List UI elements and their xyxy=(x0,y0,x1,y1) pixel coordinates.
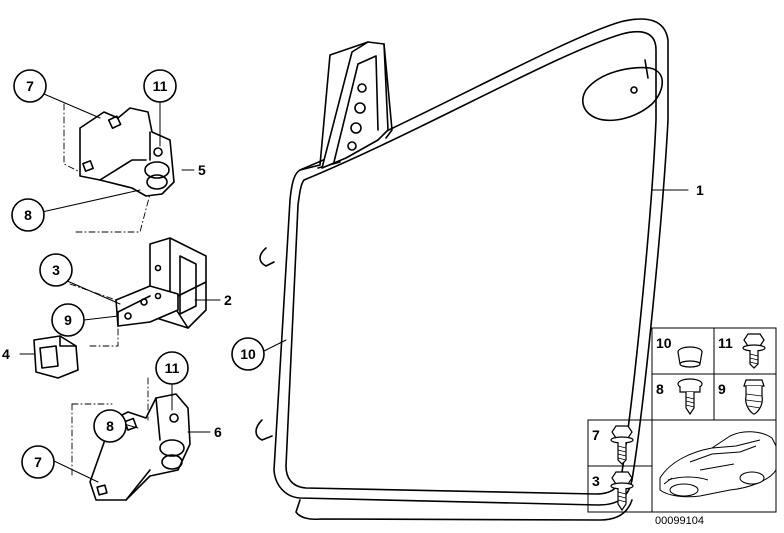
construction-lines xyxy=(63,103,151,477)
car-silhouette-icon xyxy=(659,431,777,498)
label-6: 6 xyxy=(214,424,222,440)
svg-text:8: 8 xyxy=(24,207,32,223)
callout-7-bottom: 7 xyxy=(21,445,55,479)
svg-text:11: 11 xyxy=(153,78,168,94)
hex-bolt-washer-icon xyxy=(742,333,766,369)
svg-text:10: 10 xyxy=(240,346,256,362)
hex-screw-icon xyxy=(610,471,634,512)
leader-lines xyxy=(19,93,689,483)
callout-3: 3 xyxy=(39,253,73,287)
svg-text:8: 8 xyxy=(106,418,114,434)
diagram-reference-number: 00099104 xyxy=(655,515,704,527)
legend-label-10: 10 xyxy=(656,335,672,351)
door-shell xyxy=(255,18,669,521)
callout-7-top: 7 xyxy=(13,69,47,103)
door-check xyxy=(115,237,207,329)
svg-text:11: 11 xyxy=(165,360,180,376)
pan-screw-icon xyxy=(677,378,703,416)
svg-text:3: 3 xyxy=(52,262,60,278)
fastener-legend: 10 11 8 9 7 3 xyxy=(587,327,777,513)
hex-bolt-icon xyxy=(610,425,634,465)
label-2: 2 xyxy=(224,292,232,308)
svg-text:7: 7 xyxy=(26,78,34,94)
label-4: 4 xyxy=(2,346,10,362)
callout-11-top: 11 xyxy=(143,69,177,103)
legend-label-3: 3 xyxy=(592,473,600,489)
lower-hinge xyxy=(89,393,191,501)
legend-label-11: 11 xyxy=(718,335,733,351)
window-frame xyxy=(321,41,393,169)
plug-cap-icon xyxy=(677,346,703,368)
legend-label-9: 9 xyxy=(718,381,726,397)
upper-hinge xyxy=(79,107,175,197)
svg-text:7: 7 xyxy=(34,454,42,470)
label-5: 5 xyxy=(198,162,206,178)
callout-9: 9 xyxy=(51,303,85,337)
part-labels: 1 5 2 4 6 xyxy=(2,162,704,440)
legend-label-8: 8 xyxy=(656,381,664,397)
expansion-rivet-icon xyxy=(743,379,765,415)
callouts: 7 11 8 3 9 10 8 11 xyxy=(11,69,265,479)
callout-8-bottom: 8 xyxy=(93,409,127,443)
svg-text:9: 9 xyxy=(64,312,72,328)
legend-label-7: 7 xyxy=(592,427,600,443)
callout-11-bottom: 11 xyxy=(155,351,189,385)
callout-10: 10 xyxy=(231,337,265,371)
check-cap xyxy=(33,335,79,379)
callout-8-top: 8 xyxy=(11,198,45,232)
label-1: 1 xyxy=(696,182,704,198)
